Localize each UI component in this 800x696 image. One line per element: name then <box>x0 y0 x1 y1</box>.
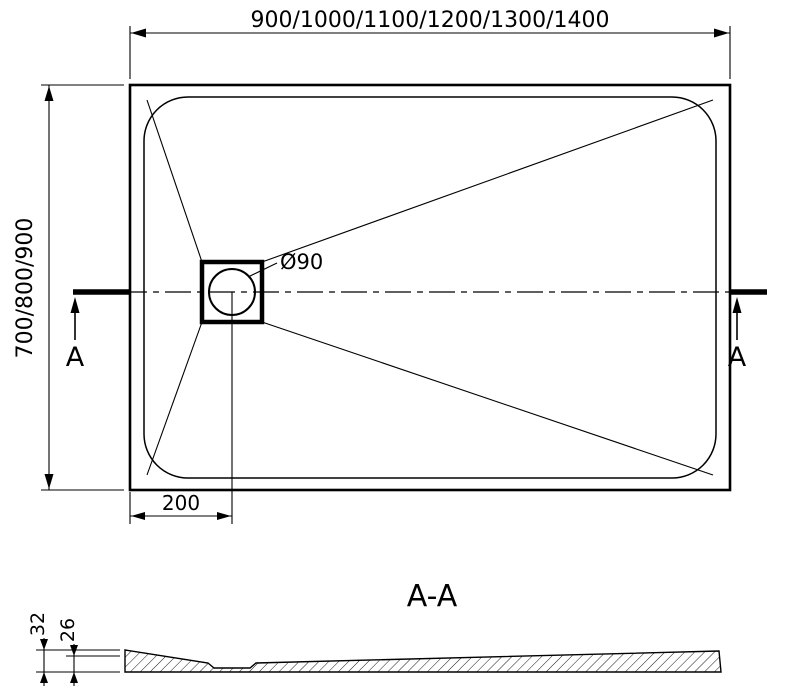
slope-line-bottom-left <box>146 321 203 476</box>
section-cut-plane: A A <box>66 289 767 373</box>
section-arrow-left-head <box>70 297 80 313</box>
depth-dimension-label: 700/800/900 <box>13 218 38 359</box>
depth-dimension: 700/800/900 <box>13 84 124 491</box>
arrowhead <box>70 645 78 656</box>
arrowhead <box>131 28 146 38</box>
drain-diameter-leader <box>247 262 278 278</box>
overall-height-label: 32 <box>27 612 49 636</box>
drain-diameter-label: Ø90 <box>280 250 323 274</box>
arrowhead <box>44 474 54 489</box>
slope-line-top-left <box>146 99 203 263</box>
section-marker-left: A <box>66 342 85 373</box>
arrowhead <box>40 672 48 683</box>
tray-outer-edge <box>128 83 732 492</box>
top-view: Ø90 <box>128 83 732 492</box>
section-marker-right: A <box>728 342 747 373</box>
arrowhead <box>44 86 54 101</box>
drain-offset-label: 200 <box>162 491 200 515</box>
width-dimension: 900/1000/1100/1200/1300/1400 <box>129 8 731 79</box>
section-title: A-A <box>407 579 458 614</box>
floor-slope-lines <box>146 99 714 476</box>
slope-line-bottom-right <box>261 321 714 476</box>
drain-offset-dimension: 200 <box>129 292 233 524</box>
section-view: A-A 32 26 <box>27 579 722 686</box>
slope-line-top-right <box>261 99 714 263</box>
arrowhead <box>131 512 145 520</box>
overall-height-dimension: 32 <box>27 612 49 686</box>
inner-height-label: 26 <box>57 618 79 642</box>
arrowhead <box>40 639 48 650</box>
tray-inner-edge <box>143 96 717 479</box>
arrowhead <box>70 672 78 683</box>
arrowhead <box>714 28 729 38</box>
inner-height-dimension: 26 <box>57 618 79 686</box>
width-dimension-label: 900/1000/1100/1200/1300/1400 <box>251 8 610 33</box>
section-arrow-right-head <box>732 297 742 313</box>
section-profile <box>124 649 722 673</box>
arrowhead <box>217 512 231 520</box>
